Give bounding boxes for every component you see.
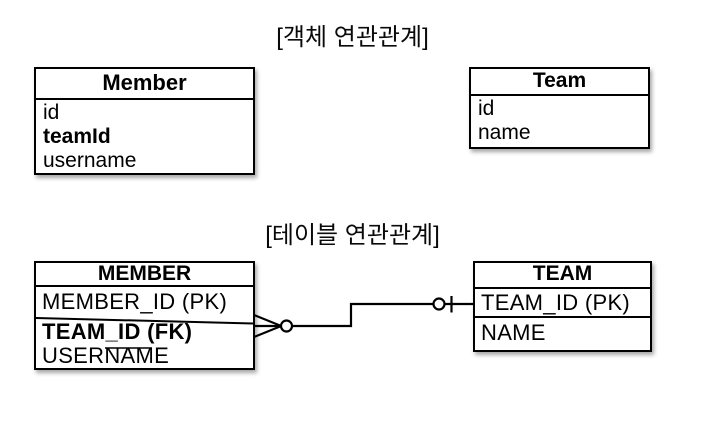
team-column-team-id-pk: TEAM_ID (PK): [475, 289, 650, 318]
optional-circle-team-end-icon: [432, 297, 446, 311]
team-class-box: Team id name: [469, 67, 650, 149]
member-column-username: USERNAME: [42, 345, 170, 367]
member-field-id: id: [43, 101, 60, 124]
member-class-box: Member id teamId username: [34, 67, 255, 175]
optional-circle-member-end-icon: [279, 319, 294, 333]
team-table-box: TEAM TEAM_ID (PK) NAME: [473, 261, 652, 352]
table-section-title: [테이블 연관관계]: [265, 222, 440, 249]
member-table-box: MEMBER MEMBER_ID (PK) TEAM_ID (FK) USERN…: [34, 261, 255, 370]
member-class-title: Member: [36, 69, 253, 100]
team-table-title: TEAM: [475, 263, 650, 289]
member-field-username: username: [43, 149, 137, 172]
member-table-title: MEMBER: [36, 263, 253, 287]
team-field-id: id: [478, 97, 495, 120]
crow-foot-icon: [253, 313, 281, 339]
member-column-team-id-fk: TEAM_ID (FK): [42, 319, 193, 344]
connector-line: [292, 302, 434, 328]
team-class-title: Team: [471, 69, 648, 96]
object-section-title: [객체 연관관계]: [276, 24, 429, 51]
member-column-member-id-pk: MEMBER_ID (PK): [42, 289, 228, 314]
team-field-name: name: [478, 121, 531, 144]
team-column-name: NAME: [481, 320, 546, 345]
member-field-teamid: teamId: [43, 125, 111, 148]
